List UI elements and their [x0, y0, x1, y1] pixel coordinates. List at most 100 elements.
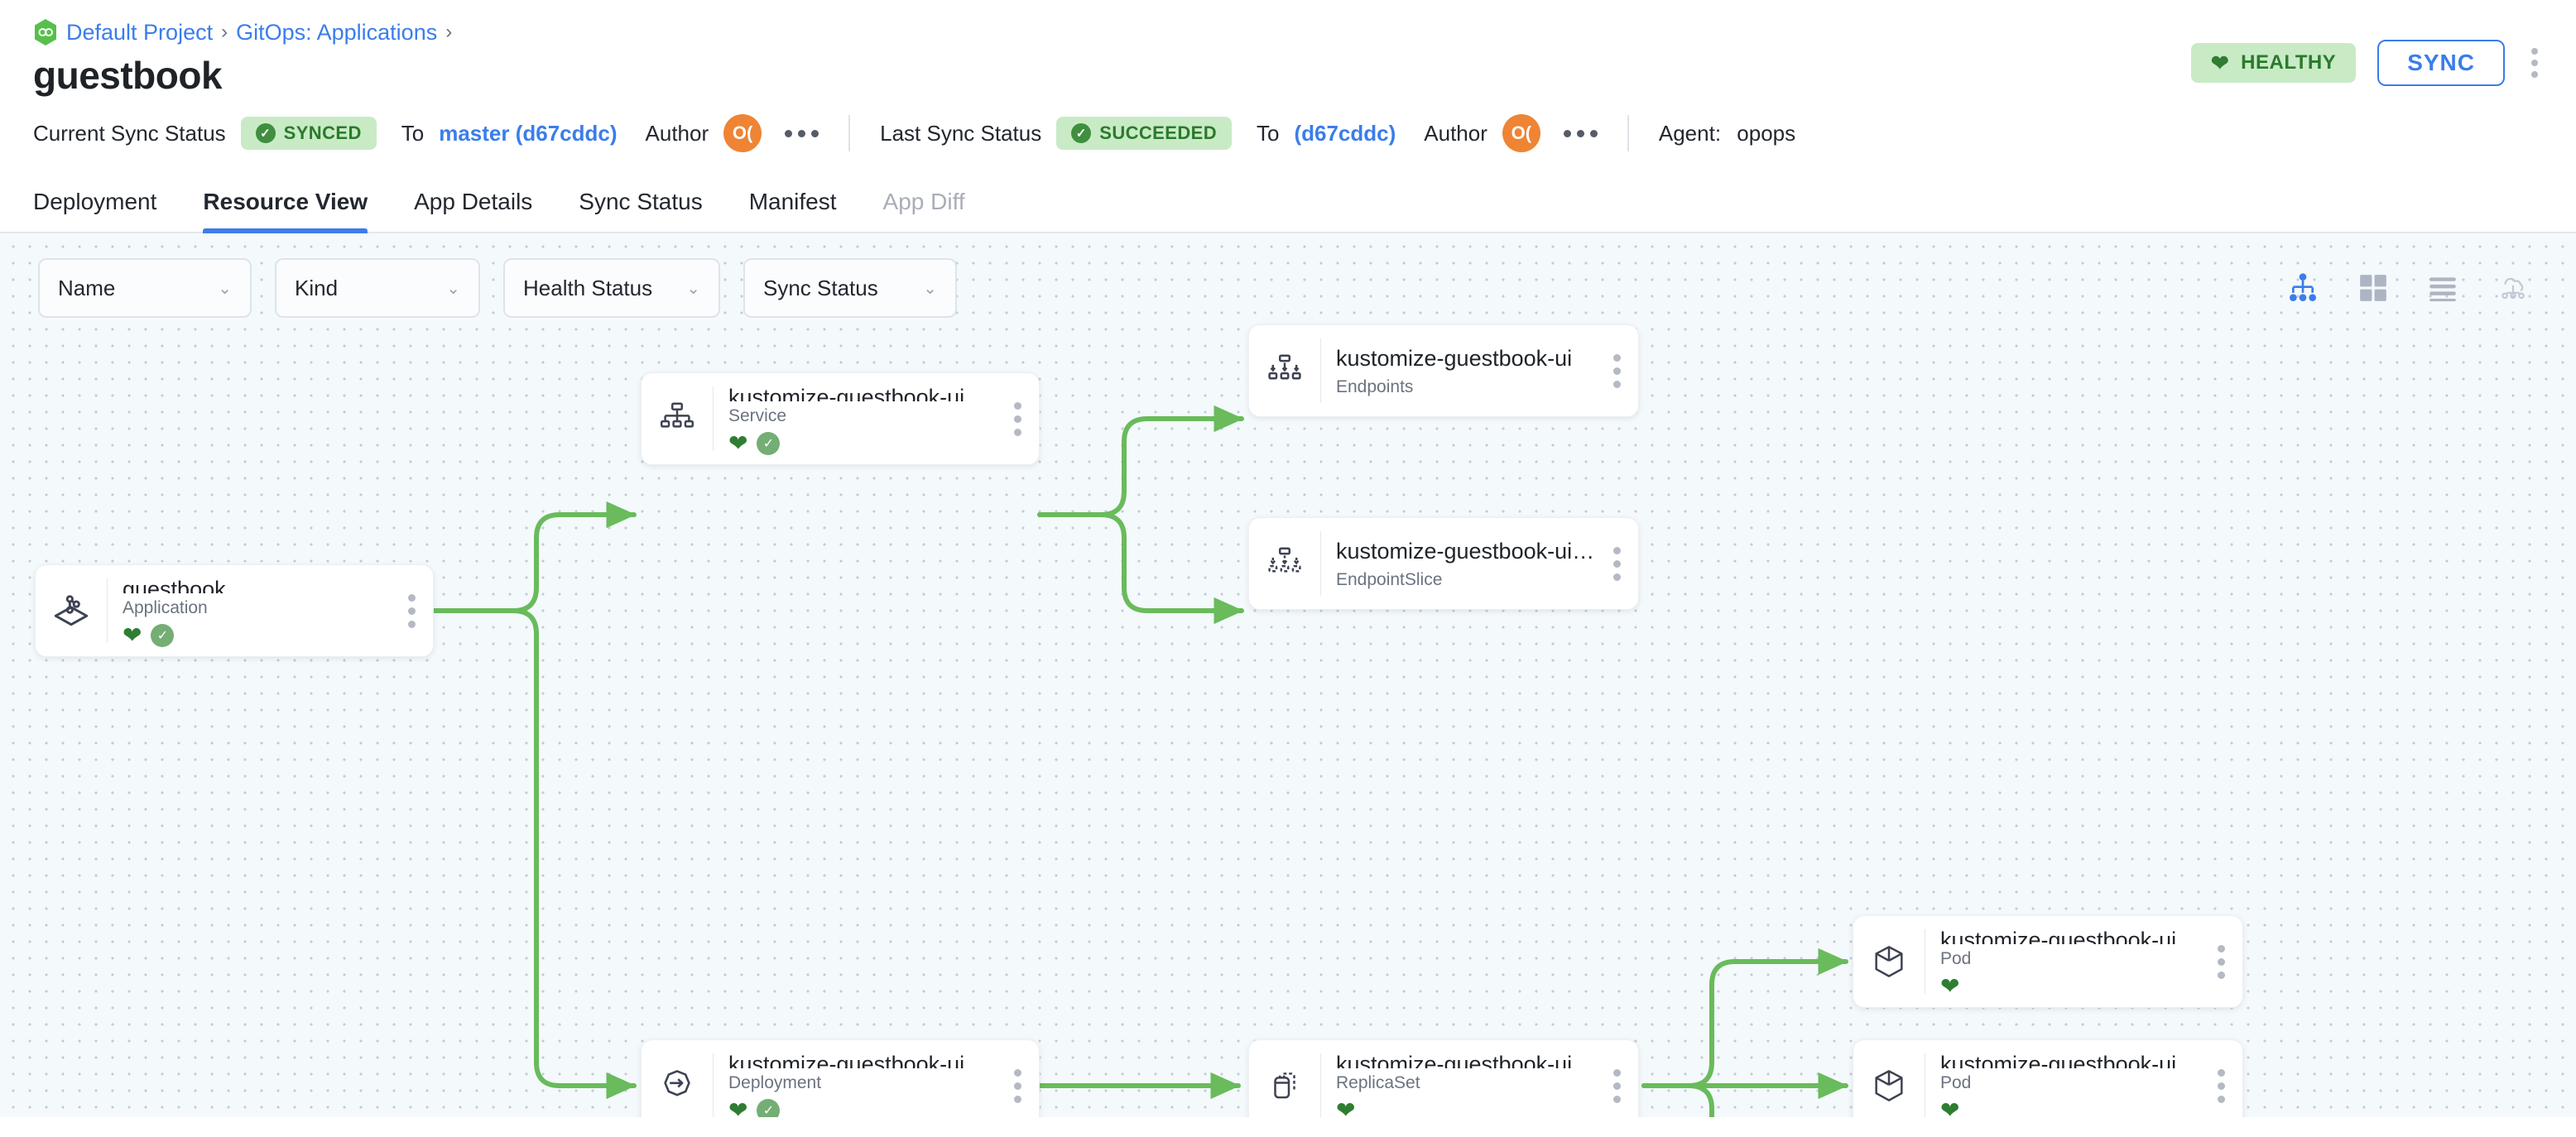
heart-icon: ❤ [123, 622, 142, 648]
network-view-icon[interactable] [2497, 271, 2530, 305]
node-title: kustomize-guestbook-ui-… [1939, 1052, 2199, 1068]
resource-graph-canvas[interactable]: Name ⌄ Kind ⌄ Health Status ⌄ Sync Statu… [0, 233, 2576, 1117]
node-divider-2 [713, 386, 714, 451]
node-kind: EndpointSlice [1335, 569, 1443, 589]
status-badge-healthy: ❤ HEALTHY [2190, 43, 2357, 83]
heart-icon: ❤ [1939, 973, 1960, 999]
graph-node-pod-1[interactable]: kustomize-guestbook-ui-… Pod ❤ [1853, 915, 2243, 1008]
node-title: kustomize-guestbook-ui [1336, 346, 1573, 372]
node-menu-icon[interactable] [2199, 916, 2242, 1007]
graph-node-endpointslice[interactable]: kustomize-guestbook-ui-… EndpointSlice [1248, 517, 1639, 610]
node-kind: Pod [1939, 949, 1972, 968]
last-author-label: Author [1424, 120, 1487, 146]
tab-manifest[interactable]: Manifest [748, 189, 837, 214]
current-to-label: To [401, 120, 425, 146]
filter-sync-status-select[interactable]: Sync Status ⌄ [743, 258, 957, 318]
node-divider-6 [1320, 1053, 1321, 1117]
agent-value: opops [1737, 120, 1796, 146]
last-sync-more-icon[interactable] [1563, 129, 1598, 137]
avatar[interactable]: O( [723, 114, 762, 152]
node-status: ❤ ✓ [728, 432, 996, 455]
current-revision-link[interactable]: master (d67cddc) [439, 120, 618, 146]
filter-name-select[interactable]: Name ⌄ [38, 258, 252, 318]
node-menu-icon[interactable] [996, 373, 1039, 464]
app-header: Default Project › GitOps: Applications ›… [0, 0, 2576, 103]
node-content-7: kustomize-guestbook-ui-… Pod ❤ [1925, 916, 2199, 1007]
tree-view-icon[interactable] [2286, 271, 2319, 305]
current-sync-status-chip: ✓ SYNCED [240, 117, 377, 150]
endpoints-icon [1249, 325, 1320, 416]
node-kind: Service [728, 406, 787, 425]
breadcrumb-separator-2: › [445, 21, 453, 43]
node-kind: ReplicaSet [1335, 1073, 1420, 1092]
filter-bar: Name ⌄ Kind ⌄ Health Status ⌄ Sync Statu… [38, 258, 2538, 318]
node-content-5: kustomize-guestbook-ui Deployment ❤ ✓ [714, 1040, 996, 1117]
graph-node-application[interactable]: guestbook Application ❤ ✓ [35, 564, 434, 657]
agent-label: Agent: [1658, 120, 1722, 146]
node-title: kustomize-guestbook-ui-… [1335, 1052, 1595, 1068]
tab-resource-view[interactable]: Resource View [180, 170, 391, 233]
kebab-vertical-icon[interactable] [2526, 43, 2543, 83]
last-sync-status-chip: ✓ SUCCEEDED [1056, 117, 1232, 150]
endpointslice-icon [1249, 518, 1320, 609]
last-revision-link[interactable]: (d67cddc) [1294, 120, 1396, 146]
sync-button[interactable]: SYNC [2377, 40, 2505, 86]
graph-node-service[interactable]: kustomize-guestbook-ui Service ❤ ✓ [641, 372, 1040, 465]
chevron-down-icon-3: ⌄ [686, 279, 700, 298]
node-divider-3 [1320, 338, 1321, 403]
last-sync-status-label: Last Sync Status [880, 120, 1042, 146]
filter-name-label: Name [58, 275, 116, 300]
replicaset-icon [1249, 1040, 1320, 1117]
grid-view-icon[interactable] [2357, 272, 2389, 304]
tab-sync-status[interactable]: Sync Status [579, 189, 703, 214]
application-icon [36, 565, 107, 656]
node-status: ❤ [1939, 973, 2199, 999]
chevron-down-icon-4: ⌄ [923, 279, 937, 298]
heart-icon: ❤ [1939, 1097, 1960, 1118]
breadcrumb-item-gitops-applications[interactable]: GitOps: Applications [236, 19, 438, 45]
node-menu-icon[interactable] [1595, 518, 1638, 609]
node-menu-icon[interactable] [996, 1040, 1039, 1117]
pod-icon [1853, 916, 1925, 1007]
node-menu-icon[interactable] [1595, 325, 1638, 416]
heart-icon: ❤ [1335, 1097, 1356, 1118]
list-view-icon[interactable] [2427, 272, 2458, 304]
graph-node-replicaset[interactable]: kustomize-guestbook-ui-… ReplicaSet ❤ [1248, 1039, 1639, 1117]
graph-node-deployment[interactable]: kustomize-guestbook-ui Deployment ❤ ✓ [641, 1039, 1040, 1117]
tab-app-diff: App Diff [882, 189, 965, 214]
check-circle-icon: ✓ [255, 123, 276, 143]
graph-node-endpoints[interactable]: kustomize-guestbook-ui Endpoints [1248, 324, 1639, 417]
node-menu-icon[interactable] [1595, 1040, 1638, 1117]
breadcrumb-item-default-project[interactable]: Default Project [66, 19, 214, 45]
tab-bar: Deployment Resource View App Details Syn… [0, 170, 2576, 233]
chevron-down-icon: ⌄ [218, 279, 232, 298]
node-title: kustomize-guestbook-ui-… [1939, 928, 2199, 944]
node-content: guestbook Application ❤ ✓ [108, 565, 390, 656]
filter-kind-select[interactable]: Kind ⌄ [275, 258, 480, 318]
node-menu-icon[interactable] [390, 565, 433, 656]
node-title: guestbook [123, 577, 226, 593]
filter-kind-label: Kind [295, 275, 339, 300]
breadcrumb: Default Project › GitOps: Applications › [33, 0, 2543, 53]
check-circle-icon-2: ✓ [1071, 123, 1092, 143]
node-status: ❤ [1335, 1097, 1595, 1118]
node-kind: Application [123, 598, 208, 617]
current-author-label: Author [645, 120, 709, 146]
filter-health-status-select[interactable]: Health Status ⌄ [503, 258, 720, 318]
node-title: kustomize-guestbook-ui [728, 385, 965, 401]
node-menu-icon[interactable] [2199, 1040, 2242, 1117]
last-to-label: To [1256, 120, 1280, 146]
check-circle-icon: ✓ [757, 1099, 781, 1117]
project-hex-icon [33, 18, 58, 46]
node-kind: Deployment [728, 1073, 822, 1092]
tab-app-details[interactable]: App Details [414, 189, 533, 214]
node-divider [107, 578, 108, 643]
tab-deployment[interactable]: Deployment [33, 189, 157, 214]
status-bar: Current Sync Status ✓ SYNCED To master (… [0, 103, 2576, 170]
avatar-2[interactable]: O( [1502, 114, 1540, 152]
current-sync-more-icon[interactable] [785, 129, 819, 137]
deployment-icon [642, 1040, 713, 1117]
node-content-3: kustomize-guestbook-ui Endpoints [1321, 325, 1595, 416]
graph-node-pod-2[interactable]: kustomize-guestbook-ui-… Pod ❤ [1853, 1039, 2243, 1117]
node-title: kustomize-guestbook-ui-… [1335, 539, 1595, 564]
